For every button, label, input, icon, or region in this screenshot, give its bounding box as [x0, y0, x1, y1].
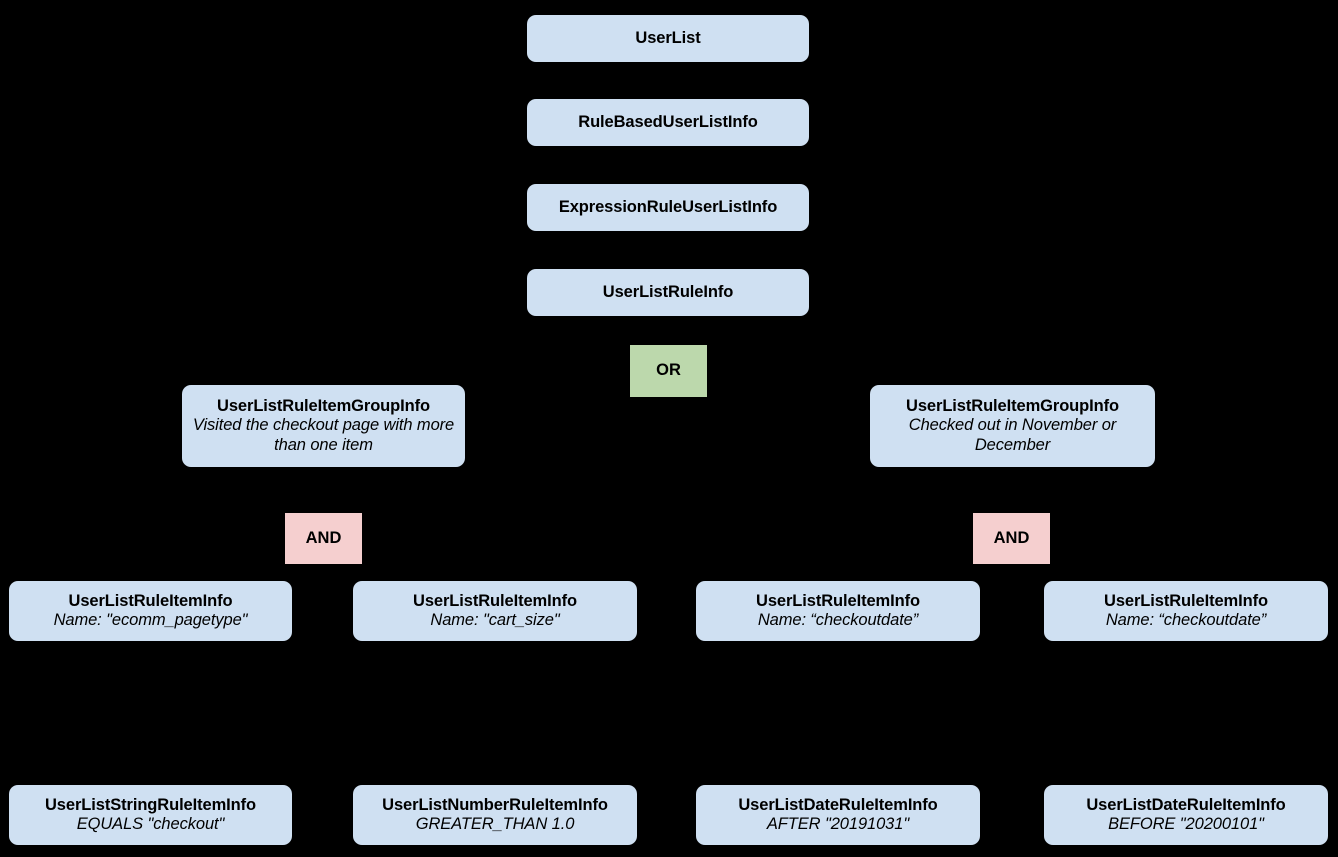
node-leaf-3[interactable]: UserListDateRuleItemInfo AFTER "20191031…	[696, 785, 980, 845]
node-title: UserListDateRuleItemInfo	[738, 795, 938, 814]
edge-and-left-bus	[150, 494, 495, 496]
node-group-right[interactable]: UserListRuleItemGroupInfo Checked out in…	[870, 385, 1155, 467]
node-title: UserListRuleItemGroupInfo	[217, 396, 430, 415]
edge-ruleinfo-to-or	[667, 316, 669, 345]
arrowhead-into-group-left	[312, 374, 334, 387]
node-subtitle: Name: "cart_size"	[430, 611, 560, 629]
node-title: UserListRuleInfo	[602, 282, 734, 301]
edge-item4-to-leaf4	[1185, 641, 1187, 784]
node-subtitle: EQUALS "checkout"	[76, 815, 225, 833]
edge-item2-to-leaf2	[494, 641, 496, 784]
edge-rulebased-to-expression	[667, 146, 669, 184]
node-subtitle: Name: “checkoutdate”	[1105, 611, 1267, 629]
node-rule-based-user-list-info[interactable]: RuleBasedUserListInfo	[527, 99, 809, 146]
node-rule-item-4[interactable]: UserListRuleItemInfo Name: “checkoutdate…	[1044, 581, 1328, 641]
node-title: UserListNumberRuleItemInfo	[382, 795, 608, 814]
node-title: UserListRuleItemInfo	[1104, 591, 1268, 610]
node-subtitle: Checked out in November or December	[908, 416, 1117, 454]
node-user-list[interactable]: UserList	[527, 15, 809, 62]
node-subtitle: BEFORE "20200101"	[1108, 815, 1264, 833]
node-subtitle: Name: "ecomm_pagetype"	[53, 611, 248, 629]
node-rule-item-2[interactable]: UserListRuleItemInfo Name: "cart_size"	[353, 581, 637, 641]
node-title: UserListRuleItemInfo	[68, 591, 233, 610]
edge-and-right-bus	[838, 494, 1186, 496]
node-subtitle: AFTER "20191031"	[766, 815, 910, 833]
edge-userlist-to-rulebased	[667, 62, 669, 100]
node-rule-item-1[interactable]: UserListRuleItemInfo Name: "ecomm_pagety…	[9, 581, 292, 641]
node-subtitle: GREATER_THAN 1.0	[415, 815, 575, 833]
operator-label: AND	[305, 528, 342, 547]
node-expression-rule-user-list-info[interactable]: ExpressionRuleUserListInfo	[527, 184, 809, 231]
node-title: RuleBasedUserListInfo	[578, 112, 758, 131]
arrowhead-into-group-right	[1000, 374, 1022, 387]
edge-item1-to-leaf1	[150, 641, 152, 784]
edge-item3-to-leaf3	[837, 641, 839, 784]
node-title: UserListRuleItemInfo	[413, 591, 577, 610]
node-leaf-4[interactable]: UserListDateRuleItemInfo BEFORE "2020010…	[1044, 785, 1328, 845]
node-title: UserListRuleItemGroupInfo	[906, 396, 1119, 415]
node-title: UserListDateRuleItemInfo	[1086, 795, 1286, 814]
node-and-operator-left[interactable]: AND	[285, 513, 362, 564]
node-leaf-1[interactable]: UserListStringRuleItemInfo EQUALS "check…	[9, 785, 292, 845]
node-leaf-2[interactable]: UserListNumberRuleItemInfo GREATER_THAN …	[353, 785, 637, 845]
edge-expression-to-ruleinfo	[667, 231, 669, 269]
operator-label: OR	[656, 361, 681, 380]
node-title: UserList	[635, 28, 701, 47]
node-title: ExpressionRuleUserListInfo	[558, 197, 778, 216]
node-subtitle: Visited the checkout page with more than…	[192, 416, 455, 454]
node-user-list-rule-info[interactable]: UserListRuleInfo	[527, 269, 809, 316]
node-title: UserListStringRuleItemInfo	[44, 795, 256, 814]
node-group-left[interactable]: UserListRuleItemGroupInfo Visited the ch…	[182, 385, 465, 467]
node-and-operator-right[interactable]: AND	[973, 513, 1050, 564]
node-subtitle: Name: “checkoutdate”	[757, 611, 919, 629]
operator-label: AND	[993, 528, 1030, 547]
node-or-operator[interactable]: OR	[630, 345, 707, 397]
node-rule-item-3[interactable]: UserListRuleItemInfo Name: “checkoutdate…	[696, 581, 980, 641]
node-title: UserListRuleItemInfo	[756, 591, 920, 610]
